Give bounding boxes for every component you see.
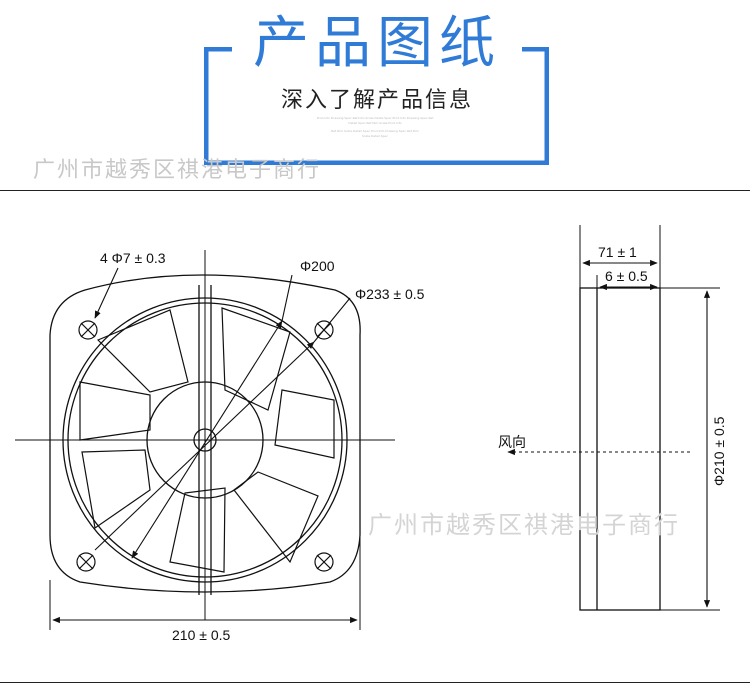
mounting-hole <box>78 320 98 340</box>
fan-frame-outline <box>49 274 361 593</box>
watermark-middle: 广州市越秀区祺港电子商行 <box>368 511 680 539</box>
fine-print-line: Detail·Spec·Ref·Dim·Scale·Prod·Info <box>348 121 402 125</box>
watermark-top: 广州市越秀区祺港电子商行 <box>33 158 322 183</box>
inner-diameter-label: Φ200 <box>300 258 335 274</box>
page-subtitle: 深入了解产品信息 <box>280 88 473 113</box>
outer-diameter-leader <box>94 341 315 551</box>
fine-print-line: Prod·Info Drawing·Spec·Ref·Dim·Scale·Det… <box>316 116 434 120</box>
height-label: Φ210 ± 0.5 <box>711 416 727 486</box>
mounting-hole <box>314 552 334 572</box>
title-bracket <box>204 47 549 165</box>
fan-drawing: 4 Φ7 ± 0.3 Φ200 Φ233 ± 0.5 210 ± 0.5 71 … <box>15 225 727 643</box>
bottom-divider <box>0 682 750 683</box>
holes-label: 4 Φ7 ± 0.3 <box>100 250 166 266</box>
mounting-hole <box>76 552 96 572</box>
fine-print-line: Scale·Detail·Spec <box>361 134 389 138</box>
width-label: 210 ± 0.5 <box>172 627 230 643</box>
inner-diameter-leader <box>131 320 283 559</box>
holes-leader <box>94 267 119 319</box>
depth-label: 71 ± 1 <box>598 244 637 260</box>
fan-side-outline <box>579 287 661 611</box>
side-view <box>507 225 720 611</box>
flange-label: 6 ± 0.5 <box>605 268 648 284</box>
outer-diameter-label: Φ233 ± 0.5 <box>355 286 425 302</box>
top-divider <box>0 190 750 191</box>
front-view <box>15 250 395 630</box>
airflow-label: 风向 <box>498 434 526 450</box>
page-title: 产品图纸 <box>232 12 522 76</box>
fine-print-line: Ref·Dim·Scale·Detail·Spec·Prod·Info·Draw… <box>331 129 419 133</box>
header: 产品图纸 深入了解产品信息 Prod·Info Drawing·Spec·Ref… <box>0 0 750 190</box>
